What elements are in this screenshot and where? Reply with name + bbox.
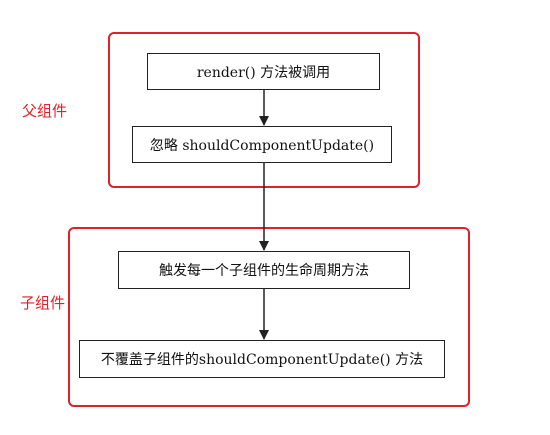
node-ignore-should-component-update: 忽略 shouldComponentUpdate() — [132, 126, 392, 163]
child-component-label: 子组件 — [20, 294, 66, 312]
parent-component-label: 父组件 — [22, 102, 68, 120]
node-not-override-should-component-update: 不覆盖子组件的shouldComponentUpdate() 方法 — [79, 340, 445, 378]
child-component-group — [68, 227, 470, 407]
node-render-called: render() 方法被调用 — [147, 53, 380, 90]
node-trigger-child-lifecycle: 触发每一个子组件的生命周期方法 — [118, 251, 410, 289]
